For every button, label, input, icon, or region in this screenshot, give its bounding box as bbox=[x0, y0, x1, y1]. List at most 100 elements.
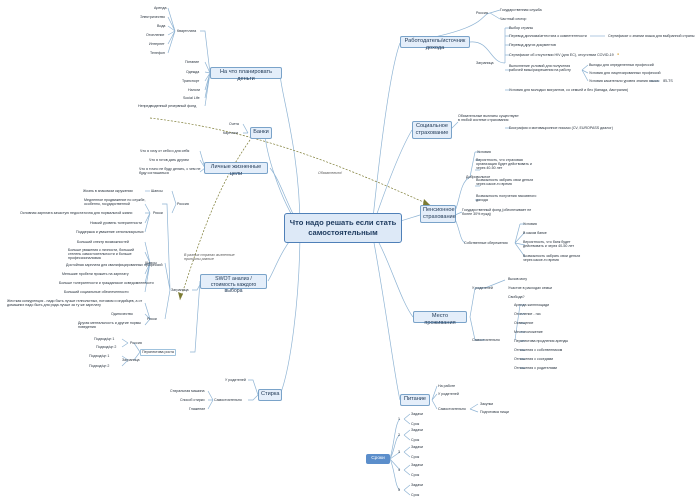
housing-own-item[interactable]: Отопление - газ bbox=[514, 312, 541, 316]
life-goal-item[interactable]: Что я готов дать другим bbox=[149, 158, 189, 162]
swot-item[interactable]: Другая ментальность и другие нормы повед… bbox=[78, 321, 141, 330]
abroad-item[interactable]: Сертификат об отсутствии HIV (для ЕС), о… bbox=[509, 53, 614, 57]
pension-item[interactable]: Возможность забрать свои деньги через ка… bbox=[476, 178, 534, 187]
stirka-parents[interactable]: У родителей bbox=[225, 378, 246, 382]
pension-own[interactable]: Собственные сбережения bbox=[464, 241, 508, 245]
pitanie-item[interactable]: У родителей bbox=[438, 392, 459, 396]
visa-item[interactable]: Условия для лицензированных профессий bbox=[589, 71, 661, 75]
swot-item[interactable]: Больше толерантности и гражданское освед… bbox=[59, 281, 154, 285]
abroad-item[interactable]: Выбор страны bbox=[509, 26, 534, 30]
career-item[interactable]: Подход/цн 1 bbox=[94, 337, 115, 341]
pension-own-item[interactable]: Условия bbox=[523, 222, 537, 226]
srok-deadline[interactable]: Срок bbox=[411, 422, 420, 426]
employer-item[interactable]: Частный сектор bbox=[500, 17, 527, 21]
pension-item[interactable]: Условия bbox=[477, 150, 491, 154]
career-item[interactable]: Подход/цн 1 bbox=[89, 354, 110, 358]
money-item[interactable]: Налоги bbox=[188, 88, 201, 92]
housing-parents-item[interactable]: Участие в расходах семьи bbox=[508, 286, 553, 290]
life-goal-item[interactable]: Что я хочу от себя и для себя bbox=[140, 149, 190, 153]
rent-item[interactable]: Интернет bbox=[149, 42, 165, 46]
life-goal-item[interactable]: Что я точно не буду делать, с чем не буд… bbox=[139, 167, 201, 176]
branch-swot[interactable]: SWOT анализ / стоимость каждого выбора bbox=[200, 274, 267, 294]
sroki-button[interactable]: Сроки bbox=[366, 454, 390, 464]
srok-task[interactable]: Задачи bbox=[411, 412, 424, 416]
employer-zagranica[interactable]: Заграница bbox=[476, 61, 494, 65]
swot-russia[interactable]: Россия bbox=[177, 202, 189, 206]
branch-pitanie[interactable]: Питание bbox=[400, 394, 430, 406]
abroad-item[interactable]: Выполнение условий для получения рабочей… bbox=[509, 64, 571, 73]
housing-own-item[interactable]: Перспектива продления аренды bbox=[514, 339, 569, 343]
branch-pension[interactable]: Пенсионное страхование bbox=[420, 205, 456, 223]
swot-item[interactable]: Больший спектр возможностей bbox=[77, 240, 129, 244]
pitanie-own[interactable]: Самостоятельно bbox=[438, 407, 466, 411]
swot-item[interactable]: Больше уважения к личности, больший стел… bbox=[68, 248, 134, 261]
housing-parents-item[interactable]: Свобода? bbox=[508, 295, 525, 299]
housing-own-item[interactable]: Отношения с соседями bbox=[514, 357, 554, 361]
pension-gov[interactable]: Государственный фонд (обеспечивает не бо… bbox=[462, 208, 532, 217]
branch-employer[interactable]: Работодатель/источник дохода bbox=[400, 36, 470, 51]
housing-own-item[interactable]: Освещение bbox=[514, 321, 534, 325]
srok-deadline[interactable]: Срок bbox=[411, 455, 420, 459]
swot-abroad-shansy[interactable]: Шансы bbox=[145, 261, 157, 265]
swot-item[interactable]: Жесткая конкуренция - надо быть лучше ге… bbox=[7, 299, 143, 308]
swot-item[interactable]: Низкий уровень толерантности bbox=[90, 221, 142, 225]
central-topic[interactable]: Что надо решать если стать самостоятельн… bbox=[284, 213, 402, 243]
srok-task[interactable]: Задачи bbox=[411, 463, 424, 467]
banki-item[interactable]: Карточки bbox=[223, 131, 238, 135]
swot-item[interactable]: Меньшие пробели прожить на зарплату bbox=[62, 272, 129, 276]
housing-own-item[interactable]: Аренда жилплощади bbox=[514, 303, 550, 307]
pension-own-item[interactable]: В каком банке bbox=[523, 231, 547, 235]
housing-parents[interactable]: У родителей bbox=[472, 286, 493, 290]
abroad-item[interactable]: Перевод других документов bbox=[509, 43, 556, 47]
swot-item[interactable]: Достойная зарплата для квалифицированных… bbox=[66, 263, 163, 267]
srok-task[interactable]: Задачи bbox=[411, 483, 424, 487]
social-desc[interactable]: Обязательные выплаты существуют в любой … bbox=[458, 114, 519, 123]
visa-item[interactable]: Выгоды для определенных профессий bbox=[589, 63, 654, 67]
employer-russia[interactable]: Россия bbox=[476, 11, 488, 15]
abroad-item[interactable]: Условия для молодых мигрантов, со семьей… bbox=[509, 88, 629, 92]
srok-deadline[interactable]: Срок bbox=[411, 473, 420, 477]
ielts[interactable]: IELTS bbox=[663, 79, 673, 83]
money-item[interactable]: Одежда bbox=[186, 70, 200, 74]
swot-item[interactable]: Поддержка и уважение сенильнокрытых bbox=[76, 230, 144, 234]
rent-item[interactable]: Аренда bbox=[154, 6, 167, 10]
abroad-item[interactable]: Перевод диплома/аттестата о компетентнос… bbox=[509, 34, 587, 38]
pitanie-own-item[interactable]: Закупки bbox=[480, 402, 494, 406]
branch-banki[interactable]: Банки bbox=[250, 127, 272, 139]
swot-abroad-riski[interactable]: Риски bbox=[147, 317, 157, 321]
stirka-own[interactable]: Самостоятельно bbox=[214, 398, 242, 402]
cert-lang[interactable]: Сертификат о знании языка для выбранной … bbox=[608, 34, 695, 38]
stirka-item[interactable]: Глажение bbox=[189, 407, 206, 411]
srok-task[interactable]: Задачи bbox=[411, 428, 424, 432]
branch-life-goals[interactable]: Личные жизненные цели bbox=[204, 162, 268, 177]
career-item[interactable]: Подход/цн 2 bbox=[89, 364, 110, 368]
stirka-item[interactable]: Способ стирки bbox=[180, 398, 205, 402]
housing-parents-item[interactable]: Вызов могу bbox=[508, 277, 528, 281]
stirka-item[interactable]: Стиральная машина bbox=[170, 389, 205, 393]
housing-own-item[interactable]: Местоположение bbox=[514, 330, 543, 334]
pension-item[interactable]: Вероятность, что страховая организация б… bbox=[476, 158, 532, 171]
money-item[interactable]: Питание bbox=[185, 60, 200, 64]
pension-dobrovolnoe[interactable]: Добровольное bbox=[466, 175, 491, 179]
rent-item[interactable]: Электричество bbox=[140, 15, 166, 19]
banki-item[interactable]: Счета bbox=[229, 122, 239, 126]
rent-item[interactable]: Телефон bbox=[150, 51, 165, 55]
pension-own-item[interactable]: Возможность забрать свои деньги через ка… bbox=[523, 254, 581, 263]
swot-russia-shansy[interactable]: Шансы bbox=[151, 189, 163, 193]
srok-deadline[interactable]: Срок bbox=[411, 493, 420, 497]
money-item[interactable]: Social Life bbox=[183, 96, 200, 100]
swot-item[interactable]: Одиночество bbox=[111, 312, 133, 316]
career-russia[interactable]: Россия bbox=[130, 341, 142, 345]
swot-item[interactable]: Жизнь в знакомом окружении bbox=[83, 189, 133, 193]
swot-item[interactable]: Больший социальные обеспеченности bbox=[64, 290, 129, 294]
career-item[interactable]: Подход/цн 2 bbox=[96, 345, 117, 349]
abroad-item[interactable]: Биография и мотивационное письмо (CV, EU… bbox=[509, 126, 613, 130]
swot-item[interactable]: Основная зарплата зачастую недостаточна … bbox=[20, 211, 133, 215]
housing-own-item[interactable]: Отношения с собственником bbox=[514, 348, 563, 352]
srok-deadline[interactable]: Срок bbox=[411, 438, 420, 442]
branch-housing[interactable]: Место проживания bbox=[413, 311, 467, 326]
money-item[interactable]: Непредвиденный резервный фонд bbox=[138, 104, 197, 108]
kvartplata-node[interactable]: Квартплата bbox=[177, 29, 197, 33]
branch-plan-money[interactable]: На что планировать деньги bbox=[210, 67, 282, 82]
rent-item[interactable]: Отопление bbox=[146, 33, 165, 37]
